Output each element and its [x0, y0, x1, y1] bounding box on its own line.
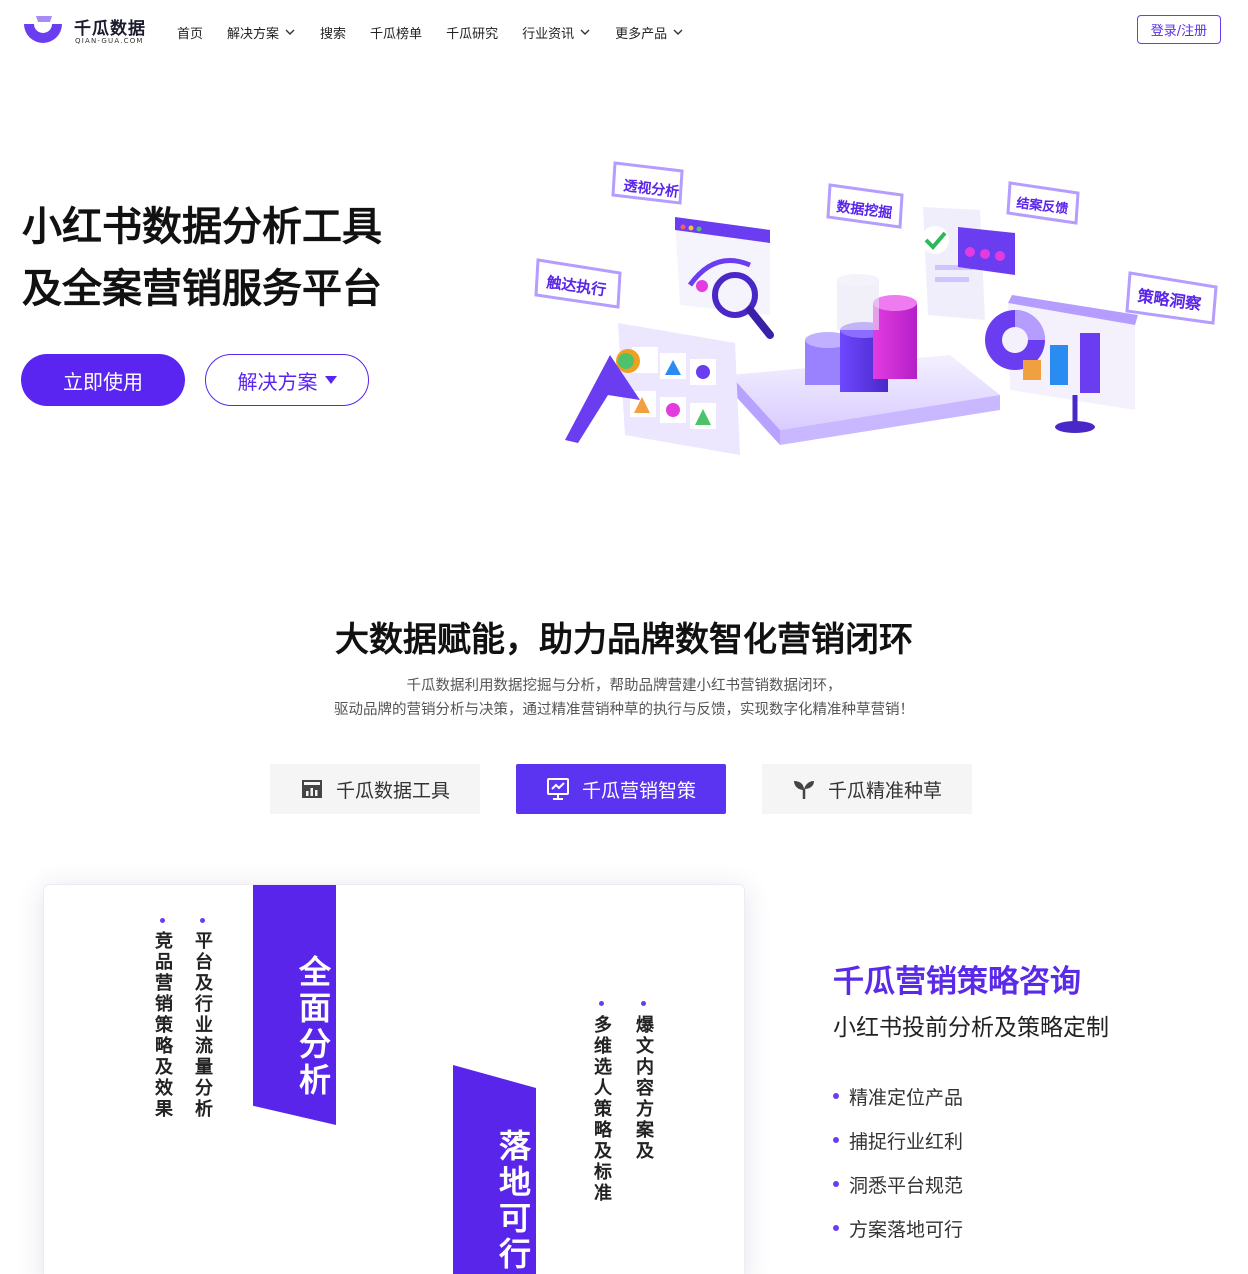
main-menu: 首页 解决方案 搜索 千瓜榜单 千瓜研究 行业资讯 更多产品	[177, 22, 708, 42]
list-item-label: 精准定位产品	[849, 1086, 964, 1109]
nav-item-label: 搜索	[320, 26, 347, 42]
card-col-content: 爆文内容方案及	[633, 1015, 654, 1162]
list-item-label: 洞悉平台规范	[849, 1174, 964, 1197]
nav-item-0[interactable]: 首页	[177, 22, 203, 42]
chevron-down-icon	[580, 29, 590, 35]
section-description: 千瓜数据利用数据挖掘与分析，帮助品牌营建小红书营销数据闭环， 驱动品牌的营销分析…	[0, 674, 1248, 722]
nav-item-2[interactable]: 搜索	[320, 22, 346, 42]
tag-execute: 触达执行	[534, 258, 622, 309]
dot-marker	[641, 1001, 646, 1006]
detail-bullets: 精准定位产品 捕捉行业红利 洞悉平台规范 方案落地可行	[833, 1074, 963, 1250]
card-col-platform: 平台及行业流量分析	[192, 931, 213, 1120]
chevron-down-icon	[673, 29, 683, 35]
nav-item-6[interactable]: 更多产品	[615, 22, 684, 42]
card-col-selection: 多维选人策略及标准	[591, 1015, 612, 1204]
nav-item-4[interactable]: 千瓜研究	[446, 22, 498, 42]
nav-item-label: 千瓜研究	[446, 26, 499, 42]
list-item: 精准定位产品	[833, 1074, 963, 1118]
nav-item-3[interactable]: 千瓜榜单	[370, 22, 422, 42]
sprout-icon	[793, 781, 814, 799]
top-nav: 千瓜数据 QIAN-GUA.COM 首页 解决方案 搜索 千瓜榜单 千瓜研究 行业资讯 更多…	[0, 0, 1248, 62]
dot-marker	[599, 1001, 604, 1006]
hero-title-line2: 及全案营销服务平台	[22, 266, 382, 312]
logo-name: 千瓜数据	[74, 19, 146, 39]
presentation-icon	[546, 778, 569, 800]
nav-item-label: 千瓜榜单	[370, 26, 423, 42]
caret-down-icon	[324, 376, 337, 384]
dot-marker	[160, 918, 165, 923]
hero-title-line1: 小红书数据分析工具	[22, 204, 382, 250]
tab-data-tool[interactable]: 千瓜数据工具	[270, 764, 480, 814]
bullet-dot	[833, 1225, 839, 1231]
nav-item-label: 行业资讯	[522, 26, 575, 42]
tag-feedback: 结案反馈	[1006, 181, 1080, 225]
bullet-dot	[833, 1181, 839, 1187]
dot-marker	[200, 918, 205, 923]
solutions-button[interactable]: 解决方案	[205, 354, 369, 406]
nav-item-1[interactable]: 解决方案	[227, 22, 296, 42]
tag-feedback-label: 结案反馈	[1016, 195, 1070, 217]
tag-insight: 策略洞察	[1125, 271, 1218, 325]
strategy-card: 竞品营销策略及效果 平台及行业流量分析 全面分析 落地可行 多维选人策略及标准 …	[43, 884, 745, 1274]
card-col-competitor: 竞品营销策略及效果	[152, 931, 173, 1120]
tab-marketing-strategy-label: 千瓜营销智策	[581, 779, 696, 802]
logo-mark-icon	[24, 16, 62, 43]
nav-item-5[interactable]: 行业资讯	[522, 22, 591, 42]
detail-title: 千瓜营销策略咨询	[833, 964, 1081, 1000]
banner-comprehensive: 全面分析	[253, 885, 336, 1125]
hero-title: 小红书数据分析工具 及全案营销服务平台	[22, 196, 382, 320]
tag-perspective-label: 透视分析	[623, 177, 681, 201]
nav-item-label: 解决方案	[227, 26, 280, 42]
list-item-label: 方案落地可行	[849, 1218, 964, 1241]
tab-marketing-strategy[interactable]: 千瓜营销智策	[516, 764, 726, 814]
section-desc-line2: 驱动品牌的营销分析与决策，通过精准营销种草的执行与反馈，实现数字化精准种草营销！	[334, 702, 914, 718]
bullet-dot	[833, 1137, 839, 1143]
list-item: 洞悉平台规范	[833, 1162, 963, 1206]
chart-icon	[301, 780, 322, 798]
bullet-dot	[833, 1093, 839, 1099]
banner-feasible: 落地可行	[453, 1065, 536, 1274]
section-desc-line1: 千瓜数据利用数据挖掘与分析，帮助品牌营建小红书营销数据闭环，	[406, 678, 842, 694]
logo-domain: QIAN-GUA.COM	[75, 37, 144, 45]
list-item: 方案落地可行	[833, 1206, 963, 1250]
tab-precise-seeding[interactable]: 千瓜精准种草	[762, 764, 972, 814]
use-now-button[interactable]: 立即使用	[21, 354, 185, 406]
hero-illustration: 透视分析 数据挖掘 结案反馈 触达执行 策略洞察	[534, 161, 1218, 455]
section-title: 大数据赋能，助力品牌数智化营销闭环	[335, 620, 913, 660]
login-register-button[interactable]: 登录/注册	[1137, 15, 1221, 44]
logo[interactable]: 千瓜数据 QIAN-GUA.COM	[22, 12, 162, 52]
list-item: 捕捉行业红利	[833, 1118, 963, 1162]
tag-mining-label: 数据挖掘	[836, 198, 894, 222]
tag-mining: 数据挖掘	[826, 183, 904, 229]
tag-perspective: 透视分析	[611, 161, 684, 205]
tab-data-tool-label: 千瓜数据工具	[335, 779, 450, 802]
nav-item-label: 首页	[177, 26, 204, 42]
list-item-label: 捕捉行业红利	[849, 1130, 964, 1153]
tab-precise-seeding-label: 千瓜精准种草	[827, 779, 942, 802]
nav-item-label: 更多产品	[615, 26, 668, 42]
solutions-button-label: 解决方案	[237, 369, 318, 394]
chevron-down-icon	[285, 29, 295, 35]
detail-subtitle: 小红书投前分析及策略定制	[833, 1015, 1109, 1041]
